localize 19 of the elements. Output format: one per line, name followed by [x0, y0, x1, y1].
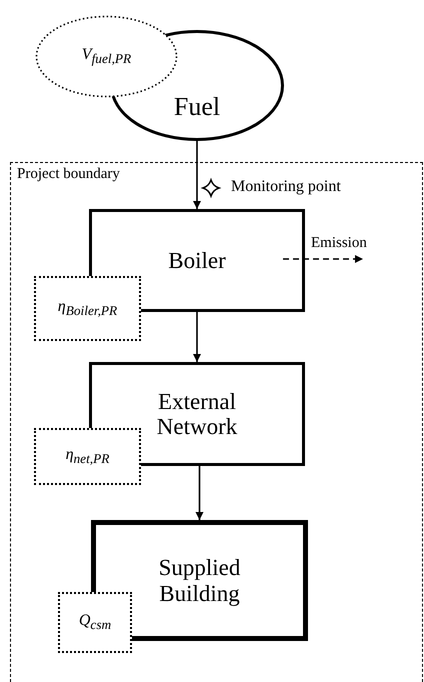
arrow [193, 141, 201, 209]
variable-label: η$_{Boiler,PR}$ [58, 298, 118, 319]
variable-label: V$_{fuel,PR}$ [82, 46, 132, 67]
arrow [193, 312, 201, 362]
arrow [196, 466, 204, 520]
annotation-label: Monitoring point [231, 178, 341, 196]
variable-label: η$_{net,PR}$ [66, 446, 110, 467]
parameter-box [58, 592, 132, 653]
node-label: Boiler [167, 248, 227, 274]
parameter-box [34, 428, 141, 485]
variable-label: Q$_{csm}$ [78, 612, 112, 633]
arrow [283, 255, 363, 263]
node-label: Supplied Building [158, 555, 242, 606]
variable-ellipse [35, 15, 178, 98]
boundary-label: Project boundary [17, 166, 120, 182]
project-boundary [10, 162, 423, 682]
node-label: Fuel [174, 93, 220, 122]
parameter-box [34, 276, 141, 341]
node-label: External Network [156, 388, 238, 440]
